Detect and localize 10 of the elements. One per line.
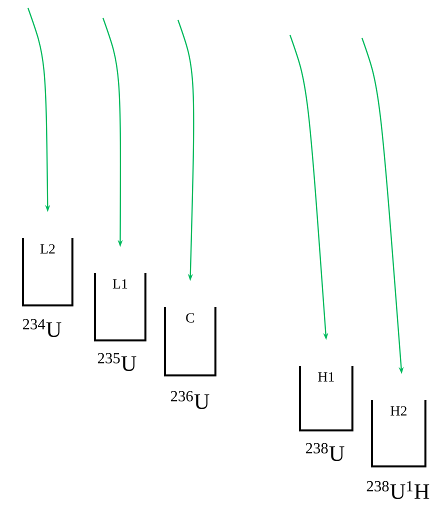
collector-cup: L2 (22, 238, 74, 306)
isotope-label: $^{235}$U (98, 353, 136, 371)
collector-cup: H1 (299, 366, 354, 432)
isotope-label: $^{236}$U (170, 391, 210, 409)
isotope-label: $^{234}$U (22, 319, 62, 337)
collector-cup: L1 (94, 273, 146, 342)
isotope-label: $^{238}$U$^{1}$H (366, 481, 430, 499)
collector-cup: H2 (371, 400, 426, 468)
isotope-label: $^{238}$U (306, 443, 344, 461)
collector-cup: C (164, 307, 216, 376)
